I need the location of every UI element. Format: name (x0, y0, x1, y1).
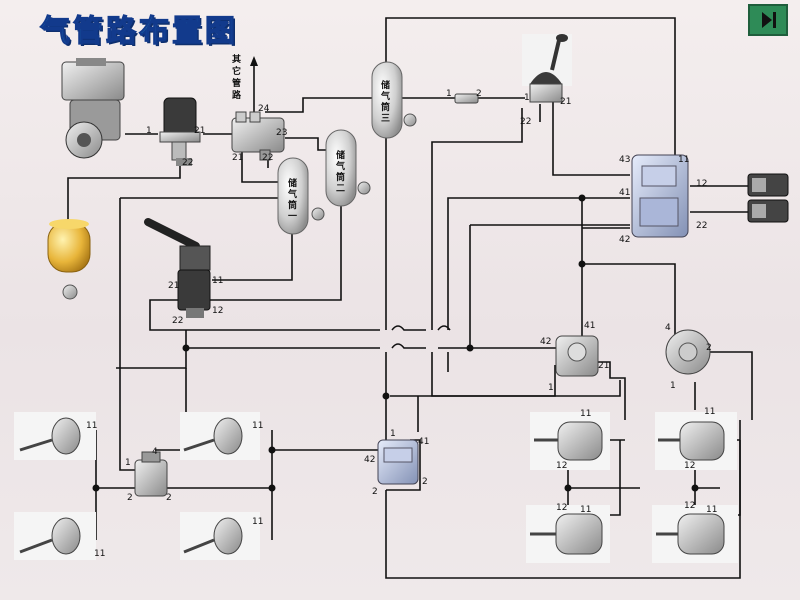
port-label: 12 (212, 306, 223, 316)
port-label: 22 (520, 117, 531, 127)
port-label: 2 (372, 487, 378, 497)
water-tank-icon (47, 219, 91, 300)
port-label: 1 (670, 381, 676, 391)
port-label: 24 (258, 104, 270, 114)
port-label: 11 (94, 549, 105, 559)
relay-valve-right-icon (665, 329, 711, 375)
foot-brake-valve-icon (144, 218, 211, 318)
coupling-head-icon (747, 173, 789, 223)
tank1-char-1: 气 (287, 188, 297, 200)
port-label: 11 (678, 155, 689, 165)
port-label: 2 (476, 89, 482, 99)
port-label: 11 (580, 409, 591, 419)
other-pipelines-char-2: 管 (232, 77, 241, 89)
port-label: 22 (262, 153, 273, 163)
front-brake-chamber-icon (14, 412, 260, 560)
port-label: 42 (619, 235, 630, 245)
other-pipelines-char-0: 其 (232, 53, 241, 65)
tank1-char-3: 一 (288, 212, 297, 222)
next-slide-button[interactable] (748, 4, 788, 36)
port-label: 21 (232, 153, 243, 163)
air-tank-1 (277, 157, 325, 235)
pipe-lines (67, 17, 753, 579)
page-title: 气管路布置图 (39, 13, 238, 49)
port-label: 1 (146, 126, 152, 136)
play-icon (762, 12, 776, 28)
port-label: 23 (276, 128, 287, 138)
tank3-char-1: 气 (380, 90, 390, 102)
air-tank-3 (371, 61, 417, 139)
coupler-icon (454, 93, 479, 104)
rear-spring-chamber-icon (526, 412, 738, 563)
port-label: 12 (684, 501, 695, 511)
port-label: 21 (598, 361, 609, 371)
tank1-char-2: 筒 (288, 199, 297, 211)
port-label: 12 (684, 461, 695, 471)
port-label: 11 (252, 517, 263, 527)
port-label: 11 (704, 407, 715, 417)
tank3-char-3: 三 (381, 113, 390, 124)
port-label: 41 (584, 321, 595, 331)
port-label: 21 (560, 97, 571, 107)
port-label: 11 (580, 505, 591, 515)
port-label: 41 (418, 437, 429, 447)
port-label: 11 (252, 421, 263, 431)
four-circuit-valve-icon (231, 111, 285, 161)
port-label: 42 (540, 337, 551, 347)
port-label: 2 (127, 493, 133, 503)
port-label: 2 (422, 477, 428, 487)
port-label: 12 (696, 179, 707, 189)
port-label: 21 (194, 126, 205, 136)
quick-release-valve-icon (377, 439, 419, 485)
air-dryer-icon (159, 97, 201, 166)
port-label: 2 (706, 343, 712, 353)
arrow-up-icon (250, 56, 258, 66)
port-label: 1 (548, 383, 554, 393)
port-label: 22 (696, 221, 707, 231)
air-tank-2 (325, 129, 371, 207)
port-label: 4 (152, 447, 158, 457)
tank3-char-2: 筒 (381, 101, 390, 113)
port-label: 22 (182, 158, 193, 168)
port-label: 2 (166, 493, 172, 503)
other-pipelines-char-3: 路 (232, 89, 242, 101)
tank2-char-3: 二 (336, 184, 345, 194)
tank2-char-2: 筒 (336, 171, 345, 183)
tank2-char-0: 储 (336, 149, 345, 161)
compressor-icon (61, 58, 125, 159)
port-label: 22 (172, 316, 183, 326)
trailer-control-valve-icon (631, 154, 689, 238)
port-label: 42 (364, 455, 375, 465)
port-label: 11 (706, 505, 717, 515)
port-label: 11 (212, 276, 223, 286)
port-label: 43 (619, 155, 630, 165)
tank1-char-0: 储 (288, 177, 297, 189)
port-label: 1 (125, 458, 131, 468)
relay-valve-mid-icon (555, 335, 599, 377)
port-label: 1 (390, 429, 396, 439)
port-label: 1 (446, 89, 452, 99)
front-relay-valve-icon (134, 451, 168, 497)
tank2-char-1: 气 (335, 160, 345, 172)
hand-brake-valve-icon (522, 34, 572, 103)
port-label: 12 (556, 461, 567, 471)
port-label: 11 (86, 421, 97, 431)
port-label: 41 (619, 188, 630, 198)
port-label: 1 (524, 93, 530, 103)
junction-dots (92, 194, 699, 492)
port-label: 21 (168, 281, 179, 291)
other-pipelines-char-1: 它 (232, 65, 241, 77)
tank3-char-0: 储 (381, 79, 390, 91)
port-label: 12 (556, 503, 567, 513)
port-label: 4 (665, 323, 671, 333)
